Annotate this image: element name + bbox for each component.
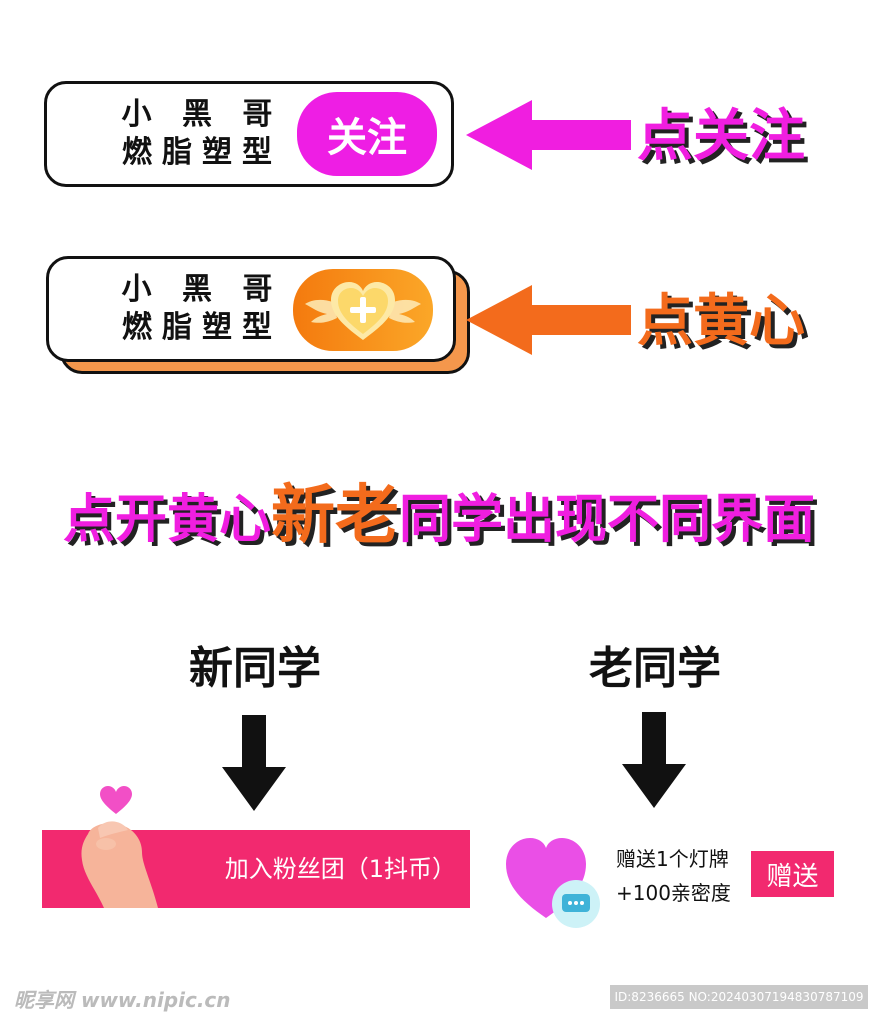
streamer-name: 小 黑 哥 燃脂塑型 [87, 96, 317, 172]
join-fan-club-label: 加入粉丝团（1抖币） [224, 855, 456, 883]
down-arrow-icon [222, 715, 286, 811]
yellow-heart-button[interactable] [293, 269, 433, 351]
old-student-title: 老同学 [589, 643, 721, 694]
streamer-card-heart: 小 黑 哥 燃脂塑型 [46, 256, 456, 362]
streamer-card-follow: 小 黑 哥 燃脂塑型 关注 [44, 81, 454, 187]
streamer-name-line1: 小 黑 哥 [121, 272, 283, 307]
watermark-logo: 昵享网 www.nipic.cn [14, 988, 231, 1012]
streamer-name-line1: 小 黑 哥 [121, 97, 283, 132]
headline-part3: 同学出现不同界面 [399, 490, 816, 550]
heart-label: 点黄心 [637, 289, 805, 354]
streamer-name-line2: 燃脂塑型 [122, 135, 282, 170]
follow-label: 点关注 [637, 104, 805, 169]
headline: 点开黄心新老同学出现不同界面 [0, 476, 878, 572]
headline-part1: 点开黄心 [62, 490, 271, 550]
left-arrow-icon [466, 100, 631, 170]
streamer-name: 小 黑 哥 燃脂塑型 [87, 271, 317, 347]
gift-line1: 赠送1个灯牌 [616, 847, 729, 871]
watermark-id: ID:8236665 NO:20240307194830787109 [610, 985, 868, 1009]
streamer-name-line2: 燃脂塑型 [122, 310, 282, 345]
gift-description: 赠送1个灯牌 +100亲密度 [616, 842, 731, 910]
follow-button[interactable]: 关注 [297, 92, 437, 176]
headline-part2: 新老 [271, 479, 399, 553]
pink-heart-chat-icon [506, 838, 600, 928]
gift-line2: +100亲密度 [616, 881, 731, 905]
gift-button[interactable]: 赠送 [751, 851, 834, 897]
left-arrow-icon [466, 285, 631, 355]
finger-heart-hand-icon [81, 786, 158, 908]
new-student-title: 新同学 [189, 643, 321, 694]
down-arrow-icon [622, 712, 686, 808]
winged-heart-plus-icon [305, 282, 421, 340]
